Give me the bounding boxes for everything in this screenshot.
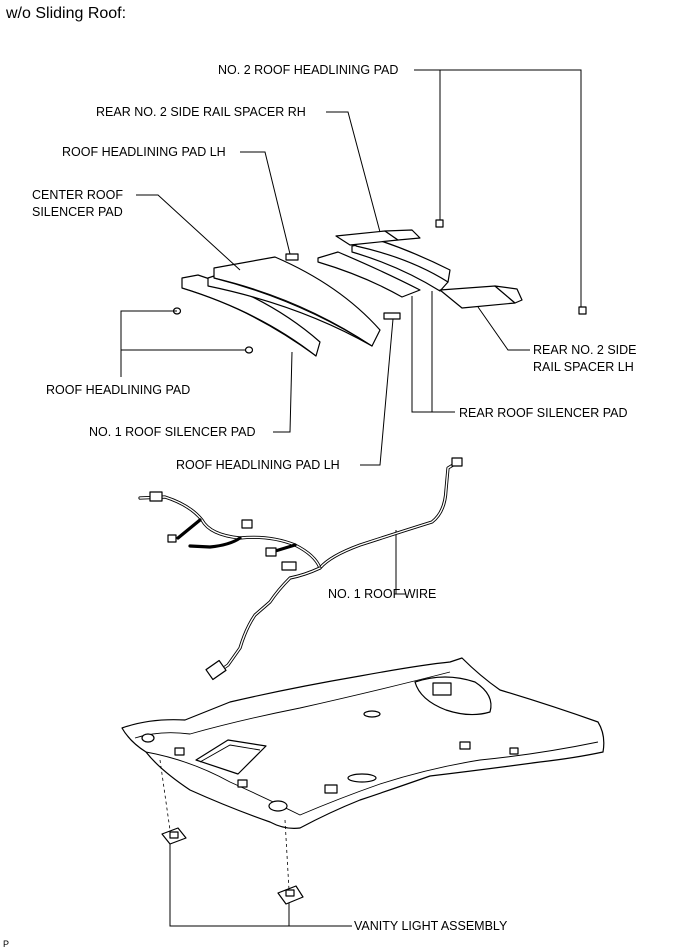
label-center-roof-silencer-pad-line2: SILENCER PAD xyxy=(32,205,123,219)
label-vanity-light-assembly: VANITY LIGHT ASSEMBLY xyxy=(354,919,508,933)
label-no2-roof-headlining-pad: NO. 2 ROOF HEADLINING PAD xyxy=(218,63,399,77)
vanity-light-assembly-1 xyxy=(161,827,187,845)
label-no1-roof-wire: NO. 1 ROOF WIRE xyxy=(328,587,437,601)
label-no1-roof-silencer-pad: NO. 1 ROOF SILENCER PAD xyxy=(89,425,256,439)
leader-lines xyxy=(120,69,582,927)
label-rear-no2-side-rail-spacer-lh-line2: RAIL SPACER LH xyxy=(533,360,634,374)
label-roof-headlining-pad-lh-bottom: ROOF HEADLINING PAD LH xyxy=(176,458,340,472)
roof-headlining-pad-dot-2 xyxy=(244,346,254,354)
label-roof-headlining-pad-lh-top: ROOF HEADLINING PAD LH xyxy=(62,145,226,159)
diagram-title: w/o Sliding Roof: xyxy=(6,5,127,22)
label-rear-no2-side-rail-spacer-lh-line1: REAR NO. 2 SIDE xyxy=(533,343,637,357)
vanity-light-assembly-2 xyxy=(277,885,304,905)
label-center-roof-silencer-pad-line1: CENTER ROOF xyxy=(32,188,123,202)
rear-no2-side-rail-spacer-lh-part xyxy=(439,285,523,309)
center-roof-silencer-pad-part xyxy=(207,256,381,347)
roof-headlining-pad-lh-bottom-part xyxy=(383,312,401,320)
roof-headlining-part xyxy=(121,657,605,829)
figure-corner-mark: P xyxy=(3,939,10,949)
roof-headlining-pad-lh-top-part xyxy=(285,253,299,261)
rear-roof-silencer-pad-part xyxy=(317,237,451,298)
rear-no2-side-rail-spacer-rh-part xyxy=(335,229,421,246)
label-rear-roof-silencer-pad: REAR ROOF SILENCER PAD xyxy=(459,406,628,420)
label-roof-headlining-pad: ROOF HEADLINING PAD xyxy=(46,383,191,397)
label-rear-no2-side-rail-spacer-rh: REAR NO. 2 SIDE RAIL SPACER RH xyxy=(96,105,306,119)
no2-roof-headlining-pad-clip-1 xyxy=(435,219,444,228)
no2-roof-headlining-pad-clip-2 xyxy=(578,306,587,315)
no1-roof-wire-part xyxy=(138,457,463,681)
